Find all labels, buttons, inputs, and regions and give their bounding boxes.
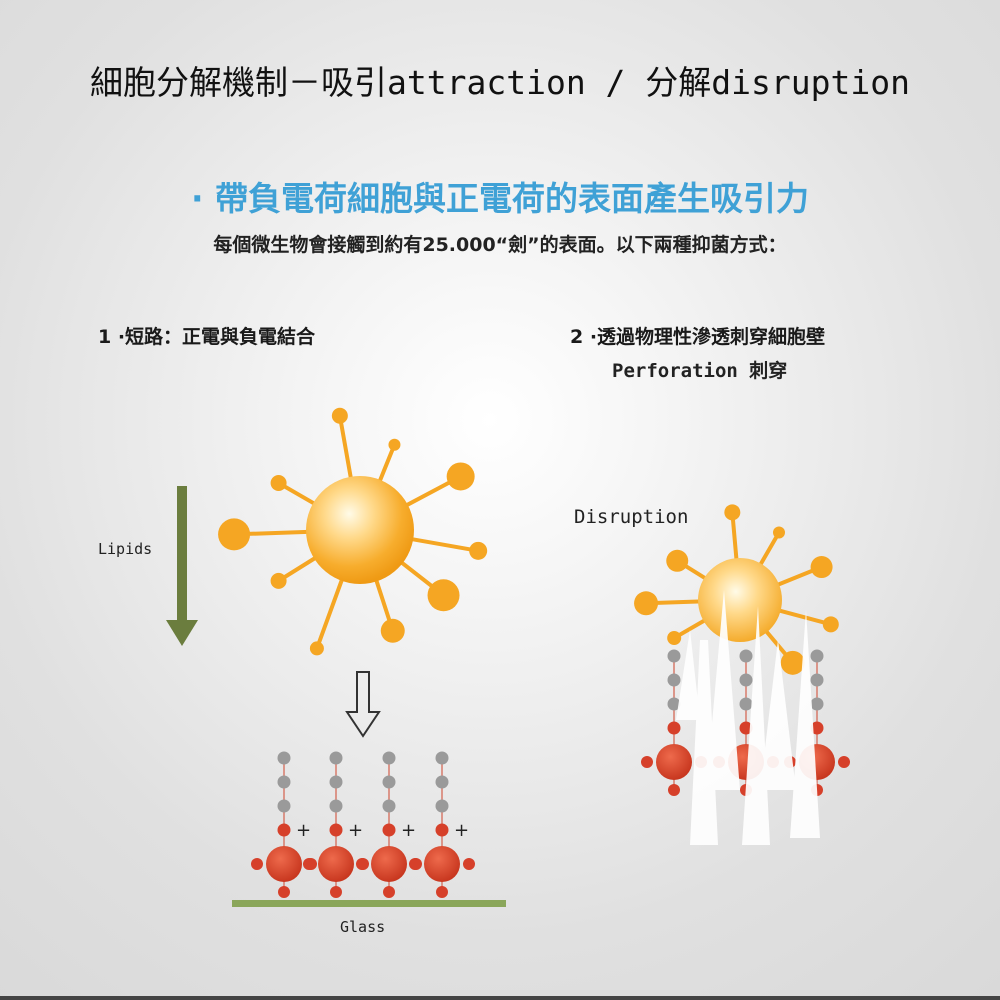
positive-charge-label: + [296, 820, 311, 841]
bottom-border [0, 996, 1000, 1000]
glass-surface [232, 900, 506, 907]
hollow-down-arrow-icon [345, 671, 381, 738]
page-title: 細胞分解機制－吸引attraction / 分解disruption [90, 63, 910, 102]
positive-charge-label: + [401, 820, 416, 841]
disruption-label: Disruption [574, 506, 689, 528]
bacterium-icon [218, 407, 488, 656]
method-2-label: 2 ·透過物理性滲透刺穿細胞壁 [570, 326, 826, 348]
method-2-sublabel: Perforation 刺穿 [612, 360, 788, 382]
section-heading: · 帶負電荷細胞與正電荷的表面產生吸引力 [190, 179, 810, 218]
positive-charge-label: + [348, 820, 363, 841]
positive-charge-label: + [454, 820, 469, 841]
method-1-label: 1 ·短路：正電與負電結合 [98, 326, 316, 348]
lipid-molecules: + + + + [251, 751, 475, 898]
nano-spikes-icon [676, 590, 820, 845]
glass-label: Glass [340, 918, 386, 936]
down-arrow-icon [166, 486, 198, 646]
section-description: 每個微生物會接觸到約有25.000“劍”的表面。以下兩種抑菌方式： [213, 234, 787, 256]
lipid-molecules-2 [641, 649, 850, 796]
lipids-label: Lipids [98, 540, 153, 558]
